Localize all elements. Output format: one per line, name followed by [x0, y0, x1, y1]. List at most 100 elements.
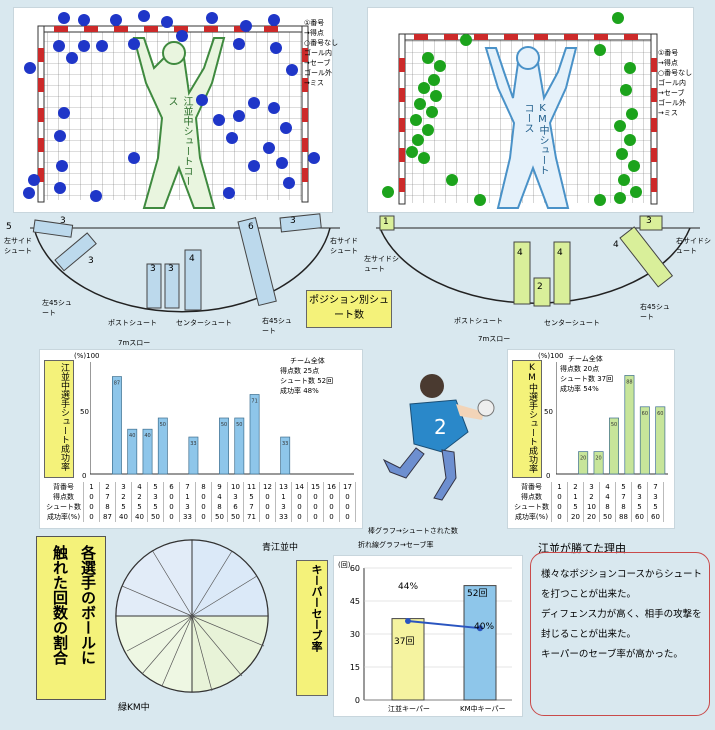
bar-value: 50 — [160, 422, 166, 428]
bar — [157, 417, 168, 475]
save-title: キーパーセーブ率 — [296, 560, 328, 696]
right-y-top: (%)100 — [538, 352, 564, 360]
right-legend-item: →ミス — [658, 109, 678, 117]
table-cell: 0 — [259, 512, 276, 522]
reason-item: ディフェンス力が高く、相手の攻撃を封じることが出来た。 — [541, 609, 702, 640]
table-cell: 成功率(%) — [512, 512, 552, 522]
table-cell: 40 — [131, 512, 148, 522]
table-cell: 7 — [179, 482, 196, 492]
table-cell: 成功率(%) — [44, 512, 84, 522]
table-cell: 50 — [211, 512, 228, 522]
table-cell: 0 — [291, 512, 308, 522]
left-legend-item: ①番号 — [304, 19, 325, 27]
right-chart-title: KM中選手シュート成功率 — [512, 360, 542, 478]
left-court-val-side: 5 — [6, 222, 12, 232]
pie-title-line: 触れた回数の割合 — [51, 545, 69, 665]
bar-value: 20 — [580, 456, 586, 462]
left-court-val: 3 — [290, 216, 296, 226]
pie-title-line: 各選手のボールに — [79, 545, 97, 665]
y-tick: 15 — [350, 663, 360, 672]
table-cell: 0 — [339, 492, 356, 502]
table-cell: 7 — [99, 492, 116, 502]
table-cell: 15 — [307, 482, 324, 492]
bar — [609, 417, 619, 475]
table-cell: 3 — [647, 492, 664, 502]
table-cell: 0 — [291, 502, 308, 512]
table-cell: 3 — [583, 482, 600, 492]
right-court-val: 2 — [537, 282, 543, 292]
table-cell: 0 — [259, 502, 276, 512]
right-legend-item: ゴール外 — [658, 99, 686, 107]
table-cell: 8 — [99, 502, 116, 512]
right-court-label: センターシュート — [544, 319, 600, 327]
table-cell: 8 — [615, 502, 632, 512]
table-cell: 16 — [323, 482, 340, 492]
table-cell: 8 — [195, 482, 212, 492]
left-legend-item: ○番号なし — [304, 39, 339, 47]
left-court-label: 左サイドシュート — [4, 237, 32, 255]
right-court-label: 右サイドシュート — [676, 237, 711, 255]
bar-value: 20 — [595, 456, 601, 462]
table-cell: 0 — [323, 492, 340, 502]
right-stat: 得点数 20点 — [560, 365, 600, 373]
table-cell: 0 — [259, 492, 276, 502]
reason-item: キーパーのセーブ率が高かった。 — [541, 649, 683, 660]
left-chart-panel: 江並中選手シュート成功率 チーム全体 得点数 25点 シュート数 52回 成功率… — [40, 350, 362, 528]
right-court-label: 7mスロー — [478, 335, 511, 343]
save-bar2-label: KM中キーパー — [460, 705, 506, 713]
table-cell: 3 — [631, 492, 648, 502]
table-cell: 0 — [323, 512, 340, 522]
table-cell: 5 — [115, 502, 132, 512]
table-cell: 0 — [195, 492, 212, 502]
right-court-val: 4 — [613, 240, 619, 250]
table-cell: 7 — [243, 502, 260, 512]
table-cell: 1 — [567, 492, 584, 502]
table-cell: 0 — [163, 502, 180, 512]
table-cell: 得点数 — [44, 492, 84, 502]
table-cell: 6 — [227, 502, 244, 512]
left-court-val: 3 — [60, 216, 66, 226]
table-cell: 3 — [147, 492, 164, 502]
save-y-unit: (回) — [338, 561, 351, 569]
table-cell: 9 — [211, 482, 228, 492]
left-court-svg — [30, 213, 340, 313]
table-cell: 5 — [147, 482, 164, 492]
table-cell: 3 — [115, 482, 132, 492]
table-cell: 0 — [307, 512, 324, 522]
bar — [463, 585, 497, 701]
right-legend-item: →セーブ — [658, 89, 685, 97]
table-cell: 0 — [195, 512, 212, 522]
table-cell: 0 — [83, 492, 100, 502]
table-cell: 4 — [211, 492, 228, 502]
right-figure-label: KM中シュートコース — [522, 103, 548, 175]
bar-value: 50 — [236, 422, 242, 428]
table-cell: 50 — [147, 512, 164, 522]
bar — [127, 428, 138, 475]
bar — [234, 417, 245, 475]
y-tick: 60 — [350, 564, 360, 573]
bar-value: 60 — [642, 411, 648, 417]
table-cell: 20 — [583, 512, 600, 522]
table-cell: 5 — [131, 502, 148, 512]
table-cell: 33 — [179, 512, 196, 522]
table-cell: シュート数 — [512, 502, 552, 512]
table-cell: 60 — [631, 512, 648, 522]
y-tick: 45 — [350, 597, 360, 606]
left-stat: 得点数 25点 — [280, 367, 320, 375]
bar-value: 40 — [129, 433, 135, 439]
right-y-mid: 50 — [544, 408, 553, 416]
left-goal-svg — [23, 10, 320, 209]
bar — [624, 375, 635, 475]
left-team-label: チーム全体 — [290, 357, 325, 365]
left-y-top: (%)100 — [74, 352, 100, 360]
right-legend-item: →得点 — [658, 59, 678, 67]
bar — [655, 406, 666, 475]
bar — [219, 417, 229, 475]
right-court-label: ポストシュート — [454, 317, 503, 325]
bar — [578, 451, 589, 475]
